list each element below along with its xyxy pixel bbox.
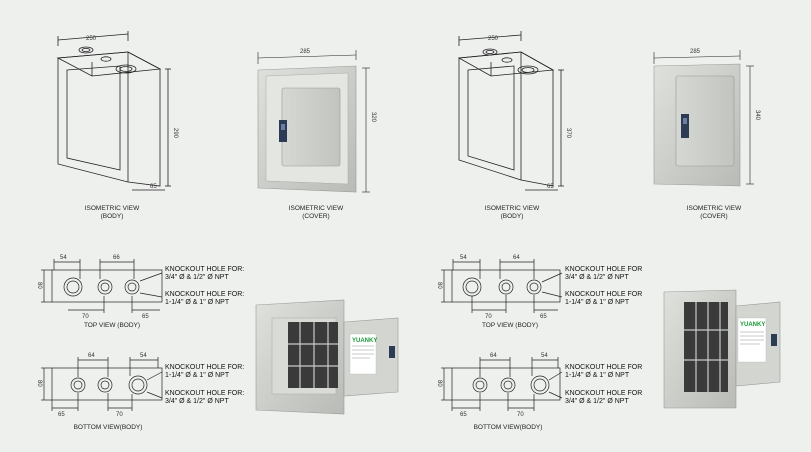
- left-iso-cover-caption: ISOMETRIC VIEW(COVER): [288, 205, 344, 220]
- left-top-dim-2: 66: [113, 255, 120, 261]
- left-top-view-drawing: [41, 259, 163, 313]
- right-bottom-dim-3: 65: [460, 412, 467, 418]
- left-top-dim-3: 70: [82, 314, 89, 320]
- left-top-dim-side: 80: [36, 282, 42, 289]
- right-top-dim-1: 54: [460, 255, 467, 261]
- left-bottom-view-drawing: [41, 357, 163, 411]
- right-bottom-dim-4: 70: [517, 412, 524, 418]
- left-bottom-note-1: KNOCKOUT HOLE FOR:1-1/4" Ø & 1" Ø NPT: [165, 364, 245, 379]
- left-bottom-dim-3: 65: [58, 412, 65, 418]
- right-bottom-view-caption: BOTTOM VIEW(BODY): [473, 424, 543, 431]
- right-panel-brand-label: YUANKY: [740, 322, 765, 328]
- right-bottom-view-drawing: [441, 357, 563, 411]
- right-iso-cover-photo: [653, 63, 741, 187]
- right-iso-body-drawing: [457, 31, 564, 191]
- right-iso-body-height: 370: [565, 128, 571, 139]
- left-bottom-view-caption: BOTTOM VIEW(BODY): [73, 424, 143, 431]
- left-iso-cover-height: 320: [370, 112, 376, 123]
- right-iso-body-width: 250: [488, 36, 499, 42]
- right-iso-cover-height: 340: [754, 110, 760, 121]
- left-bottom-dim-4: 70: [116, 412, 123, 418]
- left-top-dim-1: 54: [60, 255, 67, 261]
- left-bottom-dim-1: 64: [88, 353, 95, 359]
- right-iso-body-caption: ISOMETRIC VIEW(BODY): [484, 205, 540, 220]
- left-iso-body-caption: ISOMETRIC VIEW(BODY): [84, 205, 140, 220]
- left-iso-cover-photo: [257, 65, 357, 193]
- left-iso-body-depth: 65: [150, 184, 157, 190]
- left-top-view-caption: TOP VIEW (BODY): [83, 322, 141, 329]
- left-bottom-note-2: KNOCKOUT HOLE FOR:3/4" Ø & 1/2" Ø NPT: [165, 390, 245, 405]
- right-bottom-dim-side: 80: [436, 380, 442, 387]
- right-bottom-dim-2: 54: [541, 353, 548, 359]
- right-bottom-dim-1: 64: [490, 353, 497, 359]
- right-iso-cover-width: 285: [690, 49, 701, 55]
- left-open-panel-photo: [255, 299, 399, 415]
- right-top-view-caption: TOP VIEW (BODY): [481, 322, 539, 329]
- left-iso-cover-width: 285: [300, 49, 311, 55]
- right-iso-body-depth: 65: [547, 184, 554, 190]
- right-top-dim-3: 70: [485, 314, 492, 320]
- right-top-view-drawing: [441, 259, 563, 313]
- left-bottom-dim-side: 80: [36, 380, 42, 387]
- left-panel-brand-label: YUANKY: [352, 338, 377, 344]
- left-top-note-2: KNOCKOUT HOLE FOR:1-1/4" Ø & 1" Ø NPT: [165, 291, 245, 306]
- left-iso-body-height: 290: [172, 128, 178, 139]
- left-iso-body-drawing: [56, 31, 171, 191]
- left-bottom-dim-2: 54: [140, 353, 147, 359]
- right-top-dim-side: 80: [436, 282, 442, 289]
- left-top-dim-4: 65: [142, 314, 149, 320]
- left-top-note-1: KNOCKOUT HOLE FOR:3/4" Ø & 1/2" Ø NPT: [165, 266, 245, 281]
- right-top-dim-4: 65: [540, 314, 547, 320]
- right-iso-cover-caption: ISOMETRIC VIEW(COVER): [686, 205, 742, 220]
- right-top-dim-2: 64: [513, 255, 520, 261]
- left-iso-body-width: 250: [86, 36, 97, 42]
- right-open-panel-photo: [663, 289, 781, 409]
